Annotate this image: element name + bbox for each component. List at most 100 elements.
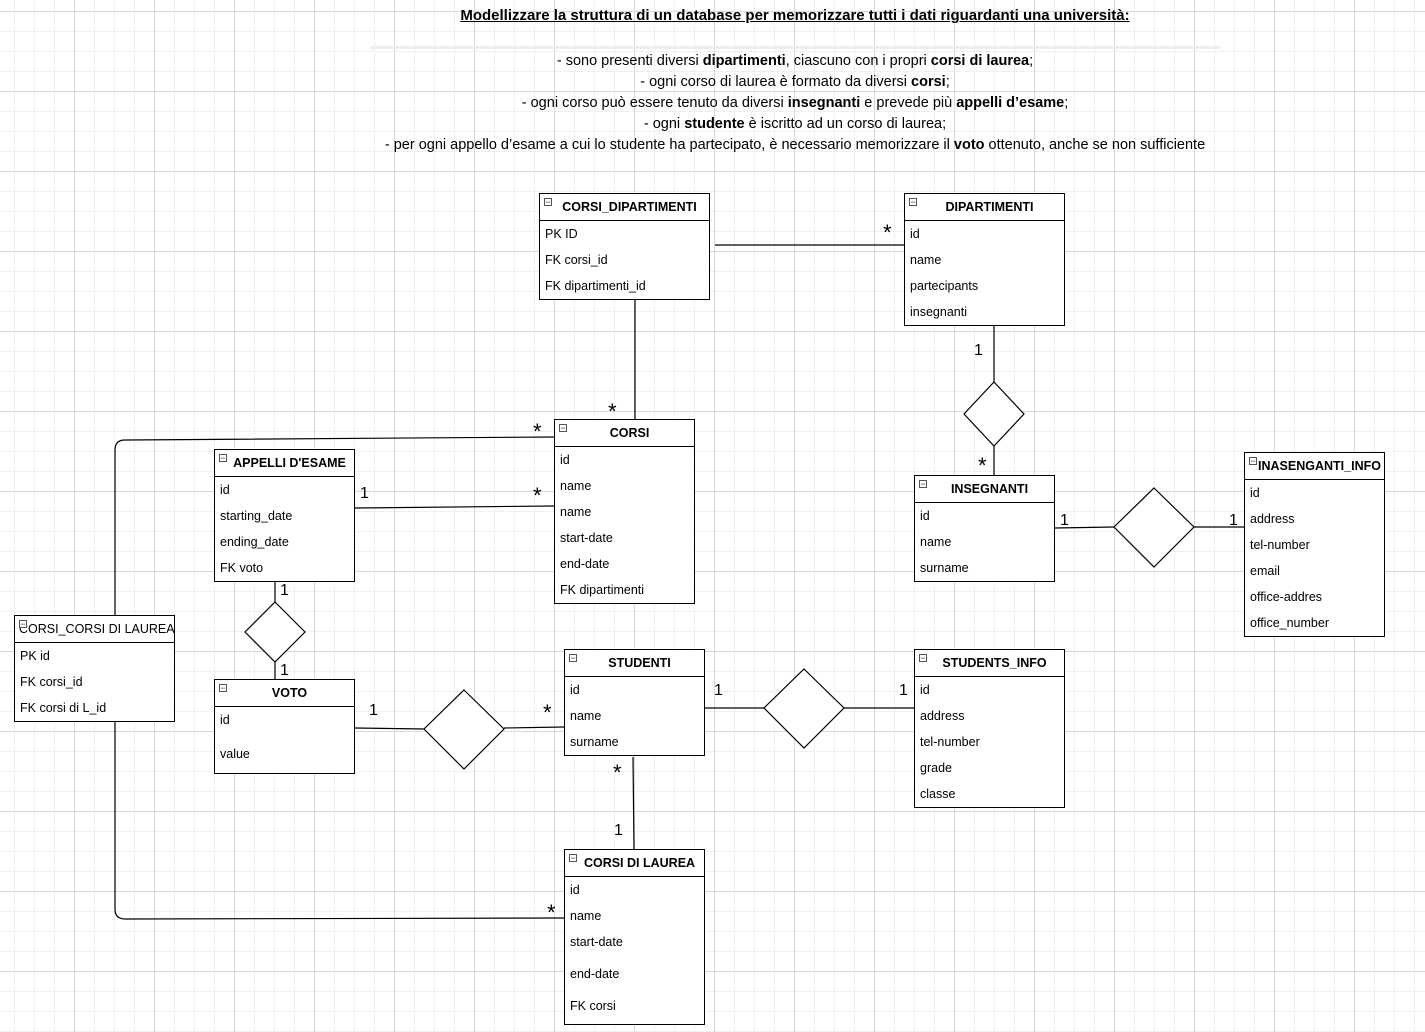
relation-diamond-dip-ins (963, 381, 1025, 447)
entity-title: CORSI DI LAUREA (583, 856, 696, 870)
collapse-icon[interactable]: − (569, 853, 577, 863)
requirement-keyword: studente (684, 116, 745, 132)
requirement-text: è iscritto ad un corso di laurea; (744, 116, 947, 132)
requirement-keyword: dipartimenti (702, 53, 786, 69)
entity-insegnanti-info[interactable]: −INASENGANTI_INFO id address tel-number … (1244, 452, 1385, 637)
collapse-icon[interactable]: − (1249, 456, 1257, 466)
cardinality-label: 1 (280, 582, 289, 599)
cardinality-label: * (543, 700, 552, 725)
requirement-text: - ogni (643, 116, 685, 132)
entity-title: CORSI_CORSI DI LAUREA (19, 622, 175, 636)
cardinality-label: * (533, 419, 542, 444)
entity-field: surname (570, 735, 619, 749)
cardinality-label: * (547, 900, 556, 925)
entity-field: ending_date (220, 535, 289, 549)
collapse-icon[interactable]: − (919, 653, 927, 663)
entity-students-info[interactable]: −STUDENTS_INFO id address tel-number gra… (914, 649, 1065, 808)
cardinality-label: 1 (369, 702, 378, 719)
requirement-text: ; (1029, 53, 1034, 69)
cardinality-label: 1 (614, 822, 623, 839)
entity-field: FK corsi di L_id (20, 701, 107, 715)
cardinality-label: 1 (1229, 512, 1238, 529)
entity-field: email (1250, 564, 1280, 578)
entity-corsi-di-laurea[interactable]: −CORSI DI LAUREA id name start-date end-… (564, 849, 705, 1025)
collapse-icon[interactable]: − (909, 197, 917, 207)
collapse-icon[interactable]: − (219, 683, 227, 693)
cardinality-label: 1 (1060, 512, 1069, 529)
entity-title: CORSI (609, 426, 650, 440)
entity-corsi-corsi-laurea[interactable]: −CORSI_CORSI DI LAUREA PK id FK corsi_id… (14, 615, 175, 722)
entity-corsi[interactable]: −CORSI id name name start-date end-date … (554, 419, 695, 604)
entity-field: classe (920, 787, 956, 801)
entity-field: FK corsi_id (20, 675, 83, 689)
entity-field: value (220, 747, 250, 761)
collapse-icon[interactable]: − (219, 453, 227, 463)
requirement-text: - sono presenti diversi (556, 53, 703, 69)
entity-corsi-dipartimenti[interactable]: −CORSI_DIPARTIMENTI PK ID FK corsi_id FK… (539, 193, 710, 300)
collapse-icon[interactable]: − (559, 423, 567, 433)
entity-field: end-date (560, 557, 610, 571)
entity-field: start-date (560, 531, 613, 545)
cardinality-label: 1 (899, 682, 908, 699)
requirement-line: - ogni corso di laurea è formato da dive… (330, 72, 1260, 93)
entity-field: id (220, 483, 230, 497)
entity-field: tel-number (1250, 538, 1310, 552)
line-voto-diamond (354, 727, 425, 730)
collapse-icon[interactable]: − (919, 479, 927, 489)
relation-diamond-studenti-info (763, 668, 845, 749)
entity-field: surname (920, 561, 969, 575)
requirement-keyword: voto (953, 137, 985, 153)
cardinality-label: * (978, 453, 987, 478)
entity-field: name (920, 535, 952, 549)
entity-field: id (1250, 486, 1260, 500)
cardinality-label: 1 (360, 485, 369, 502)
requirement-line: - ogni corso può essere tenuto da divers… (330, 93, 1260, 114)
entity-title: APPELLI D'ESAME (233, 456, 346, 470)
requirements-list: - sono presenti diversi dipartimenti, ci… (330, 51, 1260, 156)
relation-diamond-voto-studenti (423, 689, 505, 770)
requirement-line: - ogni studente è iscritto ad un corso d… (330, 114, 1260, 135)
requirement-keyword: corsi (911, 74, 946, 90)
requirement-text: ; (945, 74, 950, 90)
entity-field: FK dipartimenti (560, 583, 645, 597)
entity-appelli-esame[interactable]: −APPELLI D'ESAME id starting_date ending… (214, 449, 355, 582)
requirement-text: e prevede più (860, 95, 957, 111)
entity-field: id (220, 713, 230, 727)
entity-field: FK dipartimenti_id (545, 279, 646, 293)
entity-field: office-addres (1250, 590, 1323, 604)
entity-field: address (1250, 512, 1295, 526)
entity-title: STUDENTI (608, 656, 671, 670)
entity-field: id (570, 683, 580, 697)
relation-diamond-appelli-voto (244, 601, 306, 663)
cardinality-label: 1 (974, 342, 983, 359)
collapse-icon[interactable]: − (19, 619, 27, 629)
entity-field: FK voto (220, 561, 264, 575)
entity-field: FK corsi (570, 999, 616, 1013)
entity-field: id (560, 453, 570, 467)
line-ins-diamond (1054, 526, 1115, 529)
relation-diamond-ins-info (1113, 487, 1195, 568)
requirement-text: , ciascuno con i propri (785, 53, 931, 69)
entity-title: INSEGNANTI (950, 482, 1029, 496)
collapse-icon[interactable]: − (569, 653, 577, 663)
cardinality-label: 1 (280, 662, 289, 679)
entity-studenti[interactable]: −STUDENTI id name surname (564, 649, 705, 756)
line-diamond-studenti (503, 726, 565, 729)
requirement-text: - ogni corso può essere tenuto da divers… (521, 95, 788, 111)
entity-field: name (910, 253, 942, 267)
entity-field: insegnanti (910, 305, 967, 319)
cardinality-label: * (608, 399, 617, 424)
requirement-keyword: appelli d’esame (956, 95, 1065, 111)
collapse-icon[interactable]: − (544, 197, 552, 207)
requirement-text: ; (1064, 95, 1069, 111)
entity-insegnanti[interactable]: −INSEGNANTI id name surname (914, 475, 1055, 582)
entity-field: id (910, 227, 920, 241)
diagram-title: Modellizzare la struttura di un database… (460, 7, 1130, 24)
cardinality-label: * (613, 760, 622, 785)
entity-voto[interactable]: −VOTO id value (214, 679, 355, 774)
entity-field: partecipants (910, 279, 979, 293)
entity-field: end-date (570, 967, 620, 981)
requirement-text: - per ogni appello d’esame a cui lo stud… (384, 137, 954, 153)
entity-dipartimenti[interactable]: −DIPARTIMENTI id name partecipants inseg… (904, 193, 1065, 326)
